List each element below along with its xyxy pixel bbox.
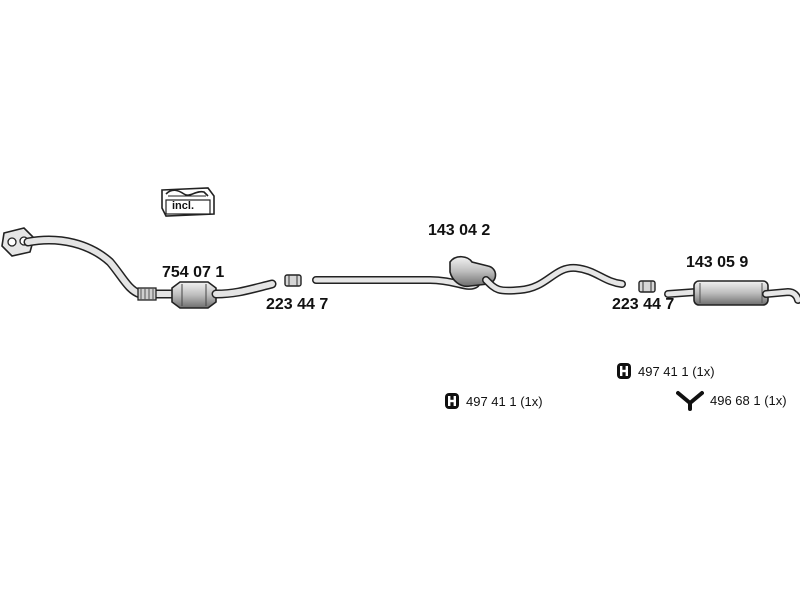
hardware-label: 497 41 1 (1x) bbox=[638, 363, 715, 379]
rubber-mount-icon bbox=[445, 393, 459, 409]
hardware-bracket: 496 68 1 (1x) bbox=[676, 389, 787, 411]
hardware-label: 497 41 1 (1x) bbox=[466, 393, 543, 409]
rubber-mount-icon bbox=[617, 363, 631, 379]
incl-label: incl. bbox=[172, 200, 195, 212]
part-label-clamp-front: 223 44 7 bbox=[266, 296, 329, 313]
downpipe-catalyst-part bbox=[1, 227, 277, 309]
hardware-rubber-mount-rear: 497 41 1 (1x) bbox=[616, 362, 715, 380]
part-label-downpipe: 754 07 1 bbox=[162, 264, 225, 281]
clamp-rear-part bbox=[638, 280, 656, 293]
part-label-middle-silencer: 143 04 2 bbox=[428, 222, 491, 239]
hardware-rubber-mount-center: 497 41 1 (1x) bbox=[444, 392, 543, 410]
middle-silencer-part bbox=[312, 255, 626, 295]
part-label-rear-silencer: 143 05 9 bbox=[686, 254, 749, 271]
bracket-icon bbox=[676, 391, 704, 411]
hardware-label: 496 68 1 (1x) bbox=[710, 392, 787, 408]
included-parts-badge: incl. bbox=[158, 184, 218, 218]
rear-silencer-part bbox=[664, 280, 800, 306]
clamp-front-part bbox=[284, 274, 302, 287]
part-label-clamp-rear: 223 44 7 bbox=[612, 296, 675, 313]
gasket-kit-icon bbox=[161, 187, 215, 217]
